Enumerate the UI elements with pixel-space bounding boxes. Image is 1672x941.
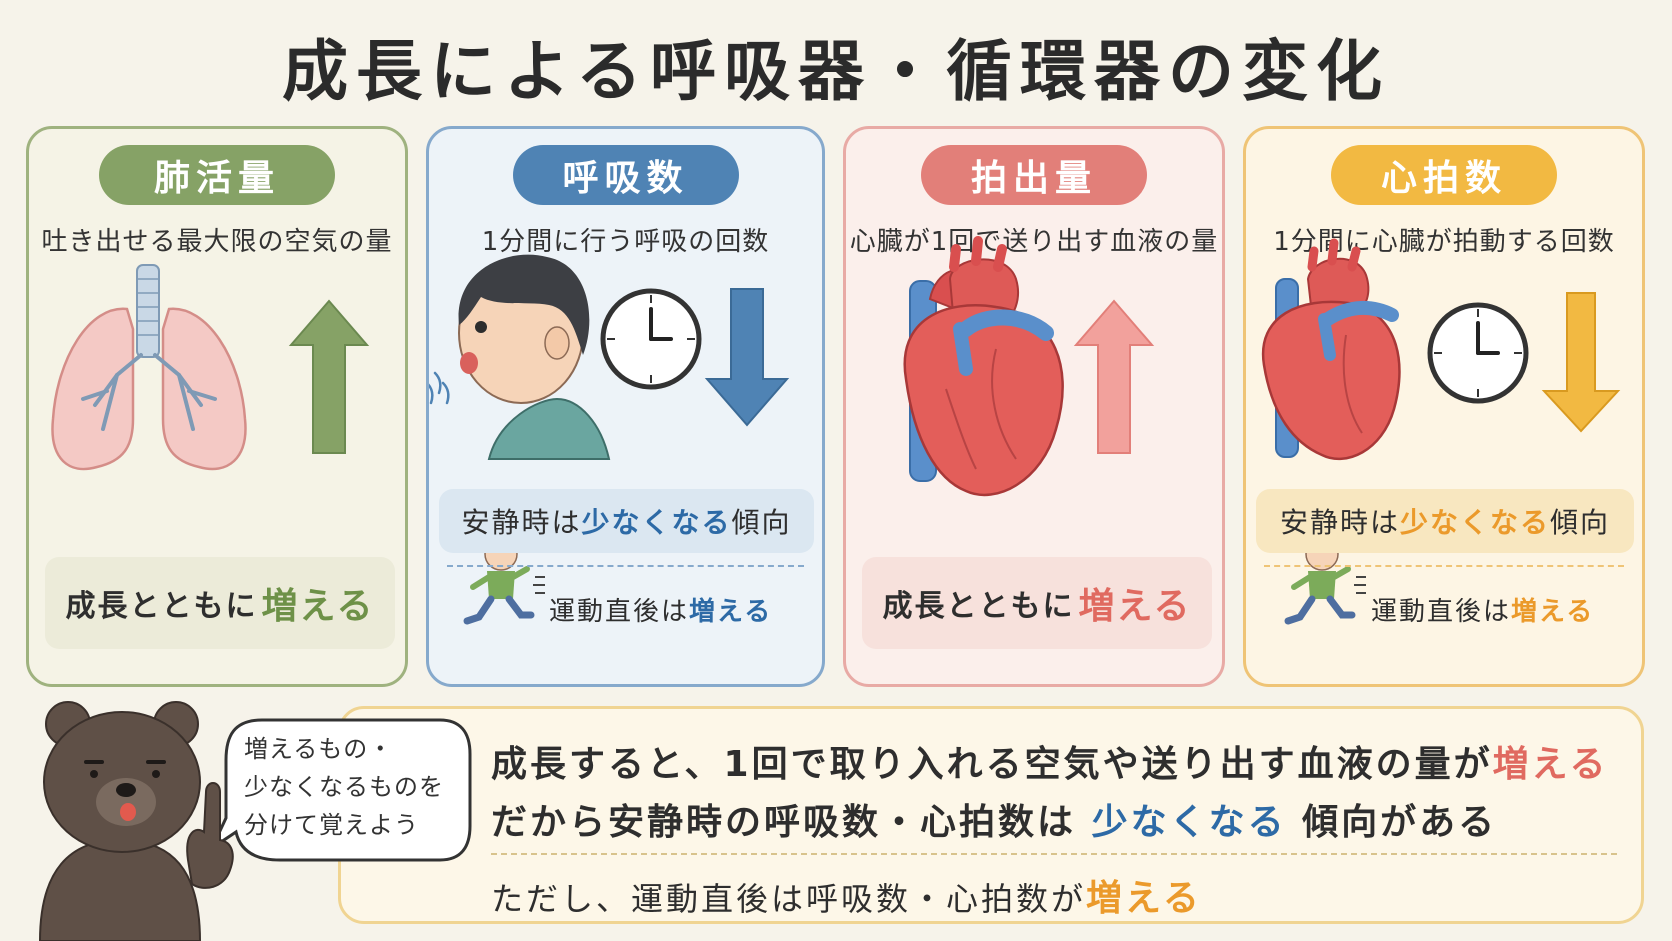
resp-rest-note: 安静時は 少なくなる 傾向: [439, 489, 814, 553]
resp-rest-text: 安静時は: [461, 506, 582, 539]
lung-result-text: 成長とともに: [65, 589, 258, 624]
card-heart-rate: 心拍数 1分間に心臓が拍動する回数 安静時は: [1243, 126, 1645, 687]
card-label-resp: 呼吸数: [512, 145, 739, 205]
bubble-line-2: 少なくなるものを: [244, 773, 444, 801]
resp-exercise-note: 運動直後は 増える: [549, 589, 772, 629]
heart-exercise-highlight: 増える: [1511, 596, 1595, 627]
speech-bubble: [208, 718, 472, 862]
resp-rest-highlight: 少なくなる: [581, 506, 732, 539]
card-lung-capacity: 肺活量 吐き出せる最大限の空気の量 成長とともに 増える: [26, 126, 408, 687]
heart-divider: [1264, 565, 1624, 567]
card-stroke-volume: 拍出量 心臓が1回で送り出す血液の量 成長とともに 増える: [843, 126, 1225, 687]
lung-result-highlight: 増える: [261, 586, 375, 627]
summary-line-2: だから安静時の呼吸数・心拍数は 少なくなる 傾向がある: [491, 793, 1497, 845]
summary-line-1-text: 成長すると、1回で取り入れる空気や送り出す血液の量が: [491, 744, 1493, 785]
stroke-result-text: 成長とともに: [882, 589, 1075, 624]
lungs-illustration: [51, 264, 370, 471]
heart-rest-highlight: 少なくなる: [1399, 506, 1550, 539]
stroke-result: 成長とともに 増える: [862, 557, 1212, 649]
summary-line-2-text: だから安静時の呼吸数・心拍数は: [491, 802, 1077, 843]
page-title: 成長による呼吸器・循環器の変化: [281, 33, 1391, 110]
bear-mascot: [38, 701, 472, 941]
resp-rest-suffix: 傾向: [731, 506, 792, 539]
heart-rest-suffix: 傾向: [1550, 506, 1611, 539]
heart-rest-text: 安静時は: [1279, 506, 1400, 539]
card-label-lung: 肺活量: [99, 145, 335, 205]
summary-line-3-highlight: 増える: [1086, 878, 1202, 919]
summary-line-3: ただし、運動直後は呼吸数・心拍数が増える: [491, 869, 1202, 921]
card-label-stroke: 拍出量: [921, 145, 1147, 205]
bubble-line-1: 増えるもの・: [244, 735, 394, 763]
heart-exercise-note: 運動直後は 増える: [1371, 589, 1594, 629]
summary-line-2-highlight: 少なくなる: [1091, 802, 1287, 843]
card-desc-resp: 1分間に行う呼吸の回数: [481, 227, 770, 257]
bubble-line-3: 分けて覚えよう: [244, 811, 419, 839]
summary-line-2-suffix: 傾向がある: [1302, 802, 1498, 843]
heart-exercise-text: 運動直後は: [1371, 596, 1512, 627]
heart-clock-illustration: [1261, 238, 1621, 625]
card-desc-lung: 吐き出せる最大限の空気の量: [41, 227, 393, 257]
summary-line-1: 成長すると、1回で取り入れる空気や送り出す血液の量が増える: [491, 735, 1609, 787]
breathing-boy-illustration: [429, 254, 790, 625]
summary-box: 成長すると、1回で取り入れる空気や送り出す血液の量が増える だから安静時の呼吸数…: [338, 706, 1644, 924]
heart-rest-note: 安静時は 少なくなる 傾向: [1256, 489, 1634, 553]
resp-exercise-highlight: 増える: [689, 596, 773, 627]
lung-result: 成長とともに 増える: [45, 557, 395, 649]
resp-exercise-text: 運動直後は: [549, 596, 690, 627]
card-respiratory-rate: 呼吸数 1分間に行う呼吸の回数: [426, 126, 825, 687]
stroke-result-highlight: 増える: [1078, 586, 1192, 627]
resp-divider: [447, 565, 804, 567]
summary-line-1-highlight: 増える: [1492, 744, 1609, 785]
summary-divider: [491, 853, 1617, 855]
card-desc-stroke: 心臓が1回で送り出す血液の量: [849, 227, 1219, 257]
bubble-text: 増えるもの・ 少なくなるものを 分けて覚えよう: [244, 730, 454, 844]
card-label-heart: 心拍数: [1331, 145, 1557, 205]
summary-line-3-text: ただし、運動直後は呼吸数・心拍数が: [491, 880, 1087, 918]
heart-illustration: [903, 236, 1155, 497]
